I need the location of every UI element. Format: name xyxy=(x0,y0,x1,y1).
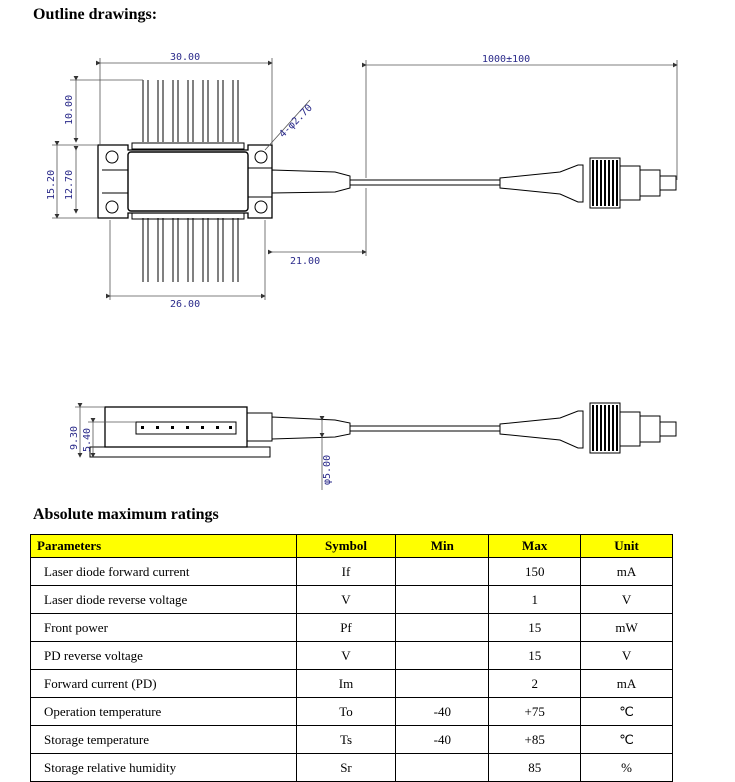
table-cell: 150 xyxy=(488,557,582,586)
table-row: Front power Pf 15 mW xyxy=(30,613,673,642)
ratings-heading: Absolute maximum ratings xyxy=(33,506,219,523)
table-cell: ℃ xyxy=(580,725,673,754)
table-cell: 2 xyxy=(488,669,582,698)
dim-pin-length: 10.00 xyxy=(64,95,75,125)
table-cell xyxy=(395,669,490,698)
table-cell: Im xyxy=(295,669,397,698)
dim-base-width: 26.00 xyxy=(170,299,200,310)
table-cell xyxy=(395,613,490,642)
dim-hole: 4-φ2.70 xyxy=(277,103,315,141)
table-cell: 15 xyxy=(488,613,582,642)
table-cell: Sr xyxy=(295,753,397,782)
table-cell: V xyxy=(295,585,397,614)
table-cell: Laser diode forward current xyxy=(30,557,297,586)
ratings-table: Parameters Symbol Min Max Unit Laser dio… xyxy=(30,534,673,782)
table-cell: % xyxy=(580,753,673,782)
outline-heading: Outline drawings: xyxy=(33,6,158,23)
outline-drawing: 30.00 1000±100 26.00 21.00 4-φ2.70 15.20… xyxy=(46,52,678,490)
table-cell: If xyxy=(295,557,397,586)
col-header: Max xyxy=(488,534,582,558)
table-cell: +75 xyxy=(488,697,582,726)
table-row: Laser diode forward current If 150 mA xyxy=(30,557,673,586)
table-cell: -40 xyxy=(395,725,490,754)
table-cell: Laser diode reverse voltage xyxy=(30,585,297,614)
table-cell: Forward current (PD) xyxy=(30,669,297,698)
table-cell: mA xyxy=(580,557,673,586)
flange xyxy=(97,144,273,219)
table-cell: V xyxy=(295,641,397,670)
table-cell xyxy=(395,585,490,614)
col-header: Unit xyxy=(580,534,673,558)
table-header-row: Parameters Symbol Min Max Unit xyxy=(30,534,673,558)
table-cell: 85 xyxy=(488,753,582,782)
table-cell: To xyxy=(295,697,397,726)
table-row: Laser diode reverse voltage V 1 V xyxy=(30,585,673,614)
table-cell: Ts xyxy=(295,725,397,754)
dim-fiber-length: 1000±100 xyxy=(482,54,530,65)
top-pins xyxy=(142,80,239,142)
dim-height-outer: 15.20 xyxy=(46,170,57,200)
table-cell: mA xyxy=(580,669,673,698)
dim-side-height: 9.30 xyxy=(69,426,80,450)
table-row: Storage temperature Ts -40 +85 ℃ xyxy=(30,725,673,754)
table-cell: Storage relative humidity xyxy=(30,753,297,782)
table-cell: V xyxy=(580,585,673,614)
table-row: PD reverse voltage V 15 V xyxy=(30,641,673,670)
dim-width-top: 30.00 xyxy=(170,52,200,63)
col-header: Min xyxy=(395,534,490,558)
table-row: Forward current (PD) Im 2 mA xyxy=(30,669,673,698)
table-cell: Pf xyxy=(295,613,397,642)
table-row: Operation temperature To -40 +75 ℃ xyxy=(30,697,673,726)
table-cell: ℃ xyxy=(580,697,673,726)
table-cell: +85 xyxy=(488,725,582,754)
dim-boot-diameter: φ5.00 xyxy=(322,455,333,485)
table-cell: V xyxy=(580,641,673,670)
dim-flange: 21.00 xyxy=(290,256,320,267)
table-cell: PD reverse voltage xyxy=(30,641,297,670)
table-cell xyxy=(395,557,490,586)
table-cell xyxy=(395,753,490,782)
side-view xyxy=(89,402,677,458)
table-cell: -40 xyxy=(395,697,490,726)
table-cell: 1 xyxy=(488,585,582,614)
dim-side-height-inner: 5.40 xyxy=(82,428,93,452)
table-cell: Front power xyxy=(30,613,297,642)
table-row: Storage relative humidity Sr 85 % xyxy=(30,753,673,782)
col-header: Parameters xyxy=(30,534,297,558)
table-cell: 15 xyxy=(488,641,582,670)
dim-height-inner: 12.70 xyxy=(64,170,75,200)
bottom-pins xyxy=(142,218,239,282)
table-cell: Storage temperature xyxy=(30,725,297,754)
table-cell: mW xyxy=(580,613,673,642)
col-header: Symbol xyxy=(295,534,397,558)
top-view xyxy=(97,80,677,282)
table-cell: Operation temperature xyxy=(30,697,297,726)
table-cell xyxy=(395,641,490,670)
